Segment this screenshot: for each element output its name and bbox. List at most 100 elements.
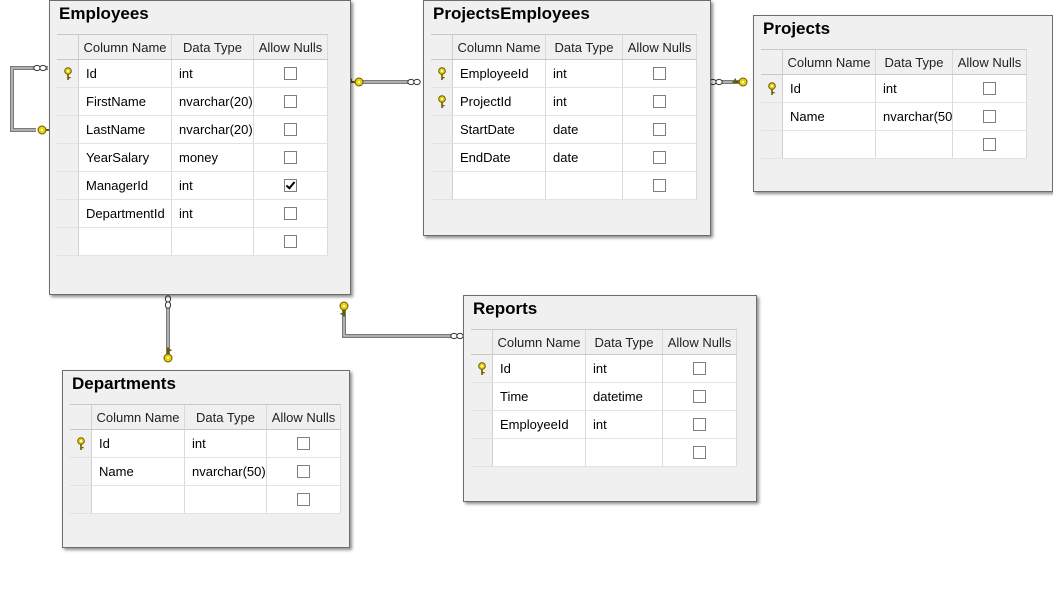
data-type-cell[interactable]: money: [172, 144, 254, 171]
data-type-cell[interactable]: [876, 131, 953, 158]
allow-nulls-checkbox[interactable]: [693, 390, 706, 403]
column-name-cell[interactable]: [493, 439, 586, 466]
data-type-cell[interactable]: [172, 228, 254, 255]
header-allow-nulls[interactable]: Allow Nulls: [267, 405, 341, 429]
header-allow-nulls[interactable]: Allow Nulls: [953, 50, 1027, 74]
column-name-cell[interactable]: Id: [92, 430, 185, 457]
column-name-cell[interactable]: ManagerId: [79, 172, 172, 199]
data-type-cell[interactable]: int: [172, 172, 254, 199]
row-selector[interactable]: [761, 131, 783, 158]
allow-nulls-checkbox[interactable]: [284, 207, 297, 220]
data-type-cell[interactable]: date: [546, 144, 623, 171]
allow-nulls-checkbox[interactable]: [284, 123, 297, 136]
header-allow-nulls[interactable]: Allow Nulls: [663, 330, 737, 354]
column-name-cell[interactable]: ProjectId: [453, 88, 546, 115]
data-type-cell[interactable]: [546, 172, 623, 199]
new-column-row[interactable]: [471, 439, 737, 467]
header-allow-nulls[interactable]: Allow Nulls: [254, 35, 328, 59]
header-column-name[interactable]: Column Name: [453, 35, 546, 59]
allow-nulls-checkbox[interactable]: [653, 95, 666, 108]
row-selector[interactable]: [70, 486, 92, 513]
column-name-cell[interactable]: DepartmentId: [79, 200, 172, 227]
data-type-cell[interactable]: int: [172, 60, 254, 87]
column-name-cell[interactable]: Id: [79, 60, 172, 87]
allow-nulls-checkbox[interactable]: [297, 437, 310, 450]
header-data-type[interactable]: Data Type: [586, 330, 663, 354]
row-selector[interactable]: [471, 355, 493, 382]
row-selector[interactable]: [57, 172, 79, 199]
header-column-name[interactable]: Column Name: [92, 405, 185, 429]
header-data-type[interactable]: Data Type: [876, 50, 953, 74]
row-selector[interactable]: [761, 103, 783, 130]
column-name-cell[interactable]: EmployeeId: [453, 60, 546, 87]
data-type-cell[interactable]: [185, 486, 267, 513]
row-selector[interactable]: [70, 430, 92, 457]
row-selector[interactable]: [70, 458, 92, 485]
column-name-cell[interactable]: Name: [92, 458, 185, 485]
allow-nulls-checkbox[interactable]: [284, 151, 297, 164]
row-selector[interactable]: [761, 75, 783, 102]
new-column-row[interactable]: [431, 172, 697, 200]
allow-nulls-checkbox[interactable]: [693, 418, 706, 431]
data-type-cell[interactable]: int: [172, 200, 254, 227]
allow-nulls-checkbox[interactable]: [653, 67, 666, 80]
allow-nulls-checkbox[interactable]: [693, 362, 706, 375]
row-selector[interactable]: [431, 144, 453, 171]
column-name-cell[interactable]: [92, 486, 185, 513]
allow-nulls-checkbox[interactable]: [284, 95, 297, 108]
relationship-reports-employees[interactable]: [342, 302, 455, 338]
allow-nulls-checkbox[interactable]: [983, 138, 996, 151]
row-selector[interactable]: [431, 116, 453, 143]
row-selector[interactable]: [57, 60, 79, 87]
header-data-type[interactable]: Data Type: [546, 35, 623, 59]
data-type-cell[interactable]: int: [586, 355, 663, 382]
row-selector[interactable]: [471, 439, 493, 466]
column-name-cell[interactable]: YearSalary: [79, 144, 172, 171]
row-selector[interactable]: [57, 88, 79, 115]
column-name-cell[interactable]: Name: [783, 103, 876, 130]
column-name-cell[interactable]: Time: [493, 383, 586, 410]
allow-nulls-checkbox[interactable]: [983, 110, 996, 123]
allow-nulls-checkbox[interactable]: [284, 179, 297, 192]
data-type-cell[interactable]: nvarchar(20): [172, 88, 254, 115]
column-name-cell[interactable]: Id: [493, 355, 586, 382]
column-name-cell[interactable]: LastName: [79, 116, 172, 143]
row-selector[interactable]: [57, 200, 79, 227]
data-type-cell[interactable]: [586, 439, 663, 466]
allow-nulls-checkbox[interactable]: [297, 465, 310, 478]
data-type-cell[interactable]: datetime: [586, 383, 663, 410]
allow-nulls-checkbox[interactable]: [284, 67, 297, 80]
allow-nulls-checkbox[interactable]: [983, 82, 996, 95]
data-type-cell[interactable]: int: [546, 88, 623, 115]
allow-nulls-checkbox[interactable]: [297, 493, 310, 506]
allow-nulls-checkbox[interactable]: [653, 123, 666, 136]
allow-nulls-checkbox[interactable]: [653, 179, 666, 192]
row-selector[interactable]: [431, 60, 453, 87]
header-data-type[interactable]: Data Type: [185, 405, 267, 429]
allow-nulls-checkbox[interactable]: [693, 446, 706, 459]
header-data-type[interactable]: Data Type: [172, 35, 254, 59]
row-selector[interactable]: [57, 144, 79, 171]
column-name-cell[interactable]: [453, 172, 546, 199]
data-type-cell[interactable]: int: [586, 411, 663, 438]
header-allow-nulls[interactable]: Allow Nulls: [623, 35, 697, 59]
row-selector[interactable]: [431, 172, 453, 199]
data-type-cell[interactable]: int: [546, 60, 623, 87]
column-name-cell[interactable]: [783, 131, 876, 158]
